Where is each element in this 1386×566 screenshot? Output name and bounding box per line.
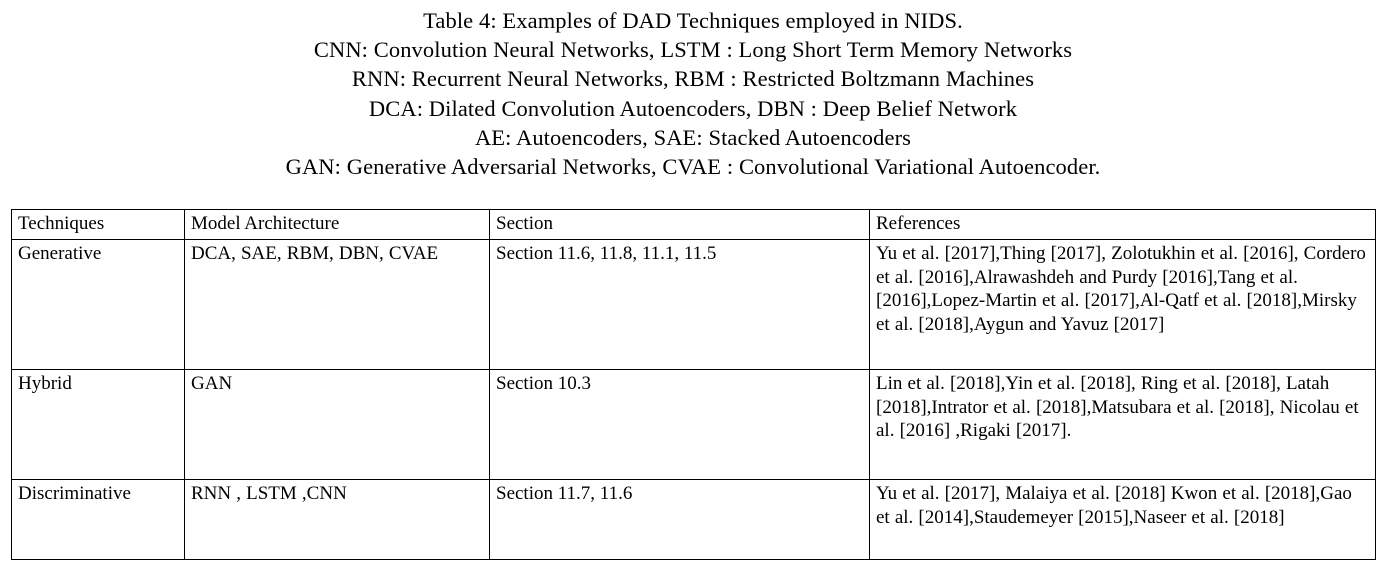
cell-references-generative: Yu et al. [2017],Thing [2017], Zolotukhi… xyxy=(869,239,1376,370)
dad-techniques-table-wrapper: Techniques Model Architecture Section Re… xyxy=(11,209,1376,560)
cell-references-hybrid: Lin et al. [2018],Yin et al. [2018], Rin… xyxy=(869,369,1376,480)
column-header-references: References xyxy=(869,209,1376,240)
caption-line-rnn-rbm: RNN: Recurrent Neural Networks, RBM : Re… xyxy=(351,66,1035,92)
column-header-section: Section xyxy=(489,209,870,240)
caption-line-ae-sae: AE: Autoencoders, SAE: Stacked Autoencod… xyxy=(474,124,912,150)
cell-section-hybrid: Section 10.3 xyxy=(489,369,870,480)
table-header-row: Techniques Model Architecture Section Re… xyxy=(11,209,1376,240)
caption-line-title: Table 4: Examples of DAD Techniques empl… xyxy=(423,8,963,33)
cell-techniques-discriminative: Discriminative xyxy=(11,479,185,560)
table-row: Discriminative RNN , LSTM ,CNN Section 1… xyxy=(11,479,1376,560)
cell-section-discriminative: Section 11.7, 11.6 xyxy=(489,479,870,560)
cell-architecture-discriminative: RNN , LSTM ,CNN xyxy=(184,479,490,560)
cell-section-generative: Section 11.6, 11.8, 11.1, 11.5 xyxy=(489,239,870,370)
table-row: Generative DCA, SAE, RBM, DBN, CVAE Sect… xyxy=(11,239,1376,370)
cell-references-discriminative: Yu et al. [2017], Malaiya et al. [2018] … xyxy=(869,479,1376,560)
cell-architecture-generative: DCA, SAE, RBM, DBN, CVAE xyxy=(184,239,490,370)
caption-line-dca-dbn: DCA: Dilated Convolution Autoencoders, D… xyxy=(368,95,1018,121)
table-caption: Table 4: Examples of DAD Techniques empl… xyxy=(0,0,1386,181)
cell-techniques-generative: Generative xyxy=(11,239,185,370)
table-row: Hybrid GAN Section 10.3 Lin et al. [2018… xyxy=(11,369,1376,480)
caption-line-cnn-lstm: CNN: Convolution Neural Networks, LSTM :… xyxy=(313,37,1073,63)
column-header-techniques: Techniques xyxy=(11,209,185,240)
dad-techniques-table: Techniques Model Architecture Section Re… xyxy=(11,209,1376,560)
cell-techniques-hybrid: Hybrid xyxy=(11,369,185,480)
cell-architecture-hybrid: GAN xyxy=(184,369,490,480)
column-header-model-architecture: Model Architecture xyxy=(184,209,490,240)
caption-line-gan-cvae: GAN: Generative Adversarial Networks, CV… xyxy=(285,154,1101,180)
